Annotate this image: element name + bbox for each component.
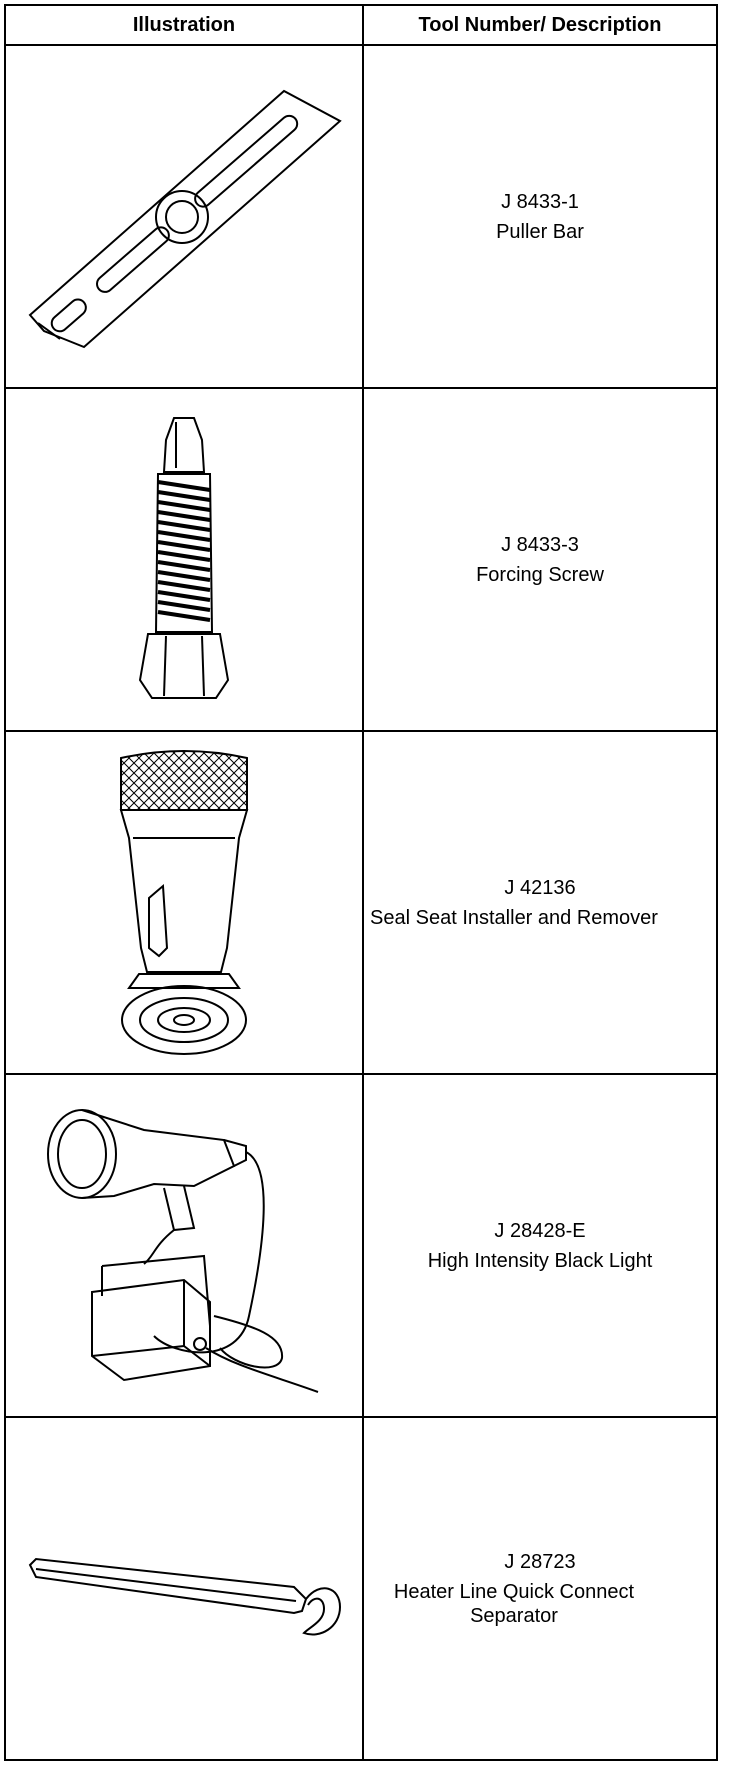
tool-table: Illustration Tool Number/ Description bbox=[4, 4, 718, 1761]
table-row: J 8433-1 Puller Bar bbox=[4, 44, 718, 389]
table-row: J 28428-E High Intensity Black Light bbox=[4, 1073, 718, 1418]
tool-description: Puller Bar bbox=[496, 220, 584, 243]
illustration-cell bbox=[4, 44, 364, 389]
tool-description: High Intensity Black Light bbox=[427, 1249, 653, 1272]
tool-description: Heater Line Quick Connect Separator bbox=[393, 1580, 635, 1627]
black-light-illustration-icon bbox=[47, 1108, 319, 1393]
puller-bar-illustration-icon bbox=[28, 89, 342, 348]
tool-table-page: Illustration Tool Number/ Description bbox=[4, 4, 718, 1761]
illustration-cell bbox=[4, 1416, 364, 1761]
forcing-screw-illustration-icon bbox=[138, 416, 230, 699]
table-row: J 42136 Seal Seat Installer and Remover bbox=[4, 730, 718, 1075]
description-cell: J 8433-3 Forcing Screw bbox=[362, 387, 718, 732]
illustration-cell bbox=[4, 1073, 364, 1418]
table-row: J 28723 Heater Line Quick Connect Separa… bbox=[4, 1416, 718, 1761]
illustration-cell bbox=[4, 387, 364, 732]
tool-number: J 42136 bbox=[504, 876, 576, 899]
tool-number: J 8433-1 bbox=[501, 190, 579, 213]
quick-connect-separator-illustration-icon bbox=[28, 1557, 342, 1635]
tool-number: J 8433-3 bbox=[501, 533, 579, 556]
tool-number: J 28723 bbox=[504, 1550, 576, 1573]
table-row: J 8433-3 Forcing Screw bbox=[4, 387, 718, 732]
tool-number: J 28428-E bbox=[494, 1219, 586, 1242]
illustration-cell bbox=[4, 730, 364, 1075]
description-cell: J 42136 Seal Seat Installer and Remover bbox=[362, 730, 718, 1075]
tool-description: Forcing Screw bbox=[476, 563, 604, 586]
description-cell: J 28723 Heater Line Quick Connect Separa… bbox=[362, 1416, 718, 1761]
description-cell: J 28428-E High Intensity Black Light bbox=[362, 1073, 718, 1418]
seal-seat-installer-illustration-icon bbox=[119, 749, 249, 1055]
header-illustration: Illustration bbox=[4, 4, 364, 46]
tool-description: Seal Seat Installer and Remover bbox=[370, 906, 658, 929]
header-description: Tool Number/ Description bbox=[362, 4, 718, 46]
description-cell: J 8433-1 Puller Bar bbox=[362, 44, 718, 389]
header-row: Illustration Tool Number/ Description bbox=[4, 4, 718, 46]
